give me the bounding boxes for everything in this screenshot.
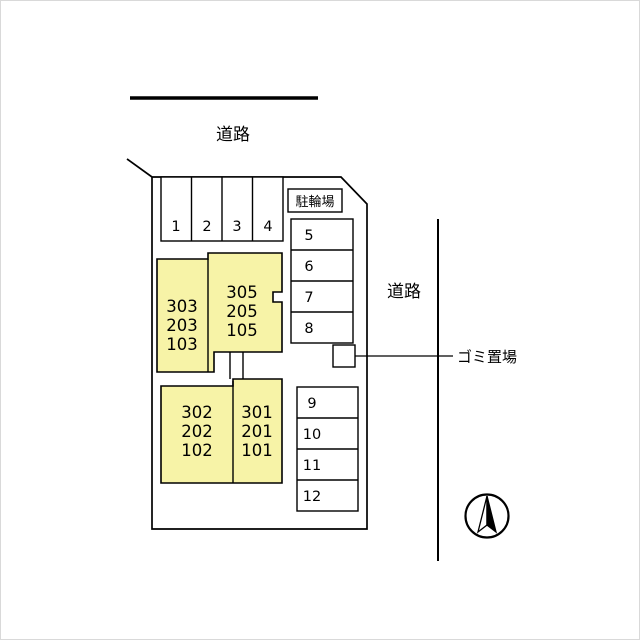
stall-number-3: 3 — [232, 219, 241, 235]
unit-label-303-203-103: 303 203 103 — [166, 297, 198, 354]
bicycle-parking-label: 駐輪場 — [295, 194, 334, 210]
unit-room-number: 202 — [181, 422, 213, 441]
parking-col-5-8: 5 6 7 8 — [290, 218, 354, 344]
stall-number-4: 4 — [263, 219, 272, 235]
road-label-right: 道路 — [387, 282, 421, 302]
stall-number-6: 6 — [304, 259, 313, 275]
stall-number-5: 5 — [304, 228, 313, 244]
garbage-label: ゴミ置場 — [457, 348, 517, 366]
compass-needle-east-half — [486, 495, 498, 534]
bicycle-parking-outline — [287, 188, 343, 213]
stall-number-8: 8 — [304, 321, 313, 337]
stall-number-9: 9 — [307, 396, 316, 412]
stall-number-10: 10 — [303, 427, 321, 443]
building-upper-outline — [156, 252, 283, 373]
stall-number-7: 7 — [304, 290, 313, 306]
bicycle-parking-area: 駐輪場 — [287, 188, 343, 213]
unit-room-number: 303 — [166, 297, 198, 316]
unit-room-number: 101 — [241, 441, 273, 460]
unit-room-number: 105 — [226, 321, 258, 340]
unit-room-number: 201 — [241, 422, 273, 441]
unit-room-number: 103 — [166, 335, 198, 354]
unit-room-number: 305 — [226, 283, 258, 302]
building-lower-block — [160, 378, 283, 484]
unit-label-301-201-101: 301 201 101 — [241, 403, 273, 460]
garbage-area: ゴミ置場 — [332, 344, 517, 368]
garbage-box-outline — [332, 344, 356, 368]
building-upper-block — [156, 252, 283, 373]
property-boundary — [126, 158, 368, 530]
north-arrow-icon — [464, 493, 510, 539]
unit-room-number: 301 — [241, 403, 273, 422]
unit-room-number: 205 — [226, 302, 258, 321]
stall-number-11: 11 — [303, 458, 321, 474]
parking-col-9-12: 9 10 11 12 — [296, 386, 359, 512]
unit-label-305-205-105: 305 205 105 — [226, 283, 258, 340]
unit-label-302-202-102: 302 202 102 — [181, 403, 213, 460]
parking-row-1-4: 1 2 3 4 — [160, 176, 284, 242]
unit-room-number: 102 — [181, 441, 213, 460]
stall-number-12: 12 — [303, 489, 321, 505]
road-label-top: 道路 — [216, 125, 250, 145]
unit-room-number: 203 — [166, 316, 198, 335]
unit-room-number: 302 — [181, 403, 213, 422]
stall-number-1: 1 — [171, 219, 180, 235]
stall-number-2: 2 — [202, 219, 211, 235]
